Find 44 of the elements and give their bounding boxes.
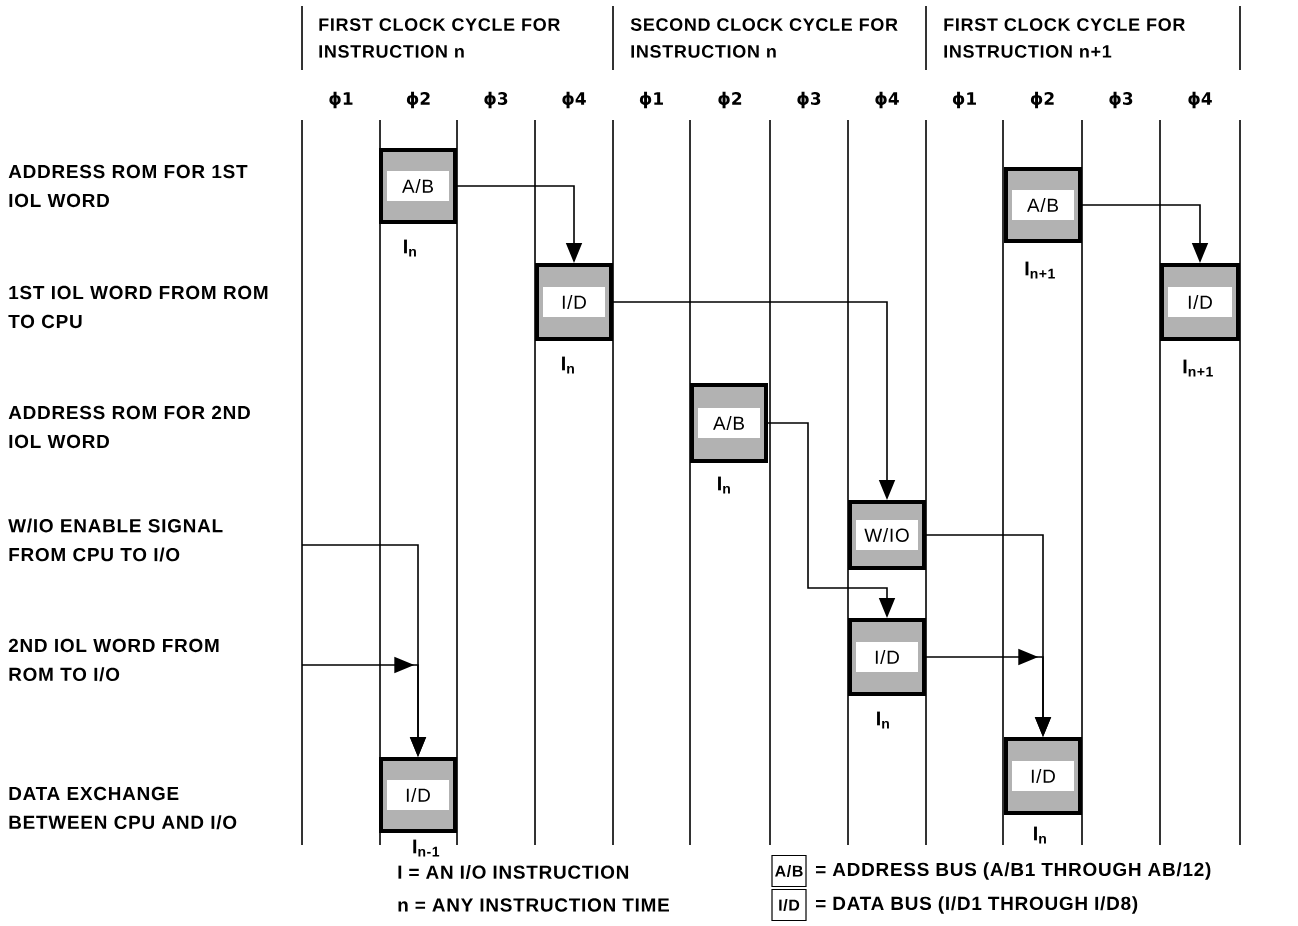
bus-box: W/IO <box>848 500 926 570</box>
phase-label: ϕ2 <box>718 91 742 109</box>
legend-text: = DATA BUS (I/D1 THROUGH I/D8) <box>816 896 1138 914</box>
phase-label: ϕ4 <box>562 91 586 109</box>
row-label: DATA EXCHANGE BETWEEN CPU AND I/O <box>9 786 237 830</box>
legend-box: I/D <box>771 888 807 922</box>
time-label: I$_{n}$ <box>877 711 889 729</box>
bus-box: A/B <box>690 383 768 463</box>
bus-box: A/B <box>1004 167 1082 243</box>
phase-label: ϕ2 <box>406 91 430 109</box>
phase-label: ϕ1 <box>639 91 663 109</box>
time-label: I$_{n}$ <box>718 476 730 494</box>
phase-label: ϕ1 <box>952 91 976 109</box>
bus-box: I/D <box>848 618 926 696</box>
time-label: I$_{n}$ <box>1034 826 1046 844</box>
legend-text: n = ANY INSTRUCTION TIME <box>398 898 669 912</box>
bus-box: I/D <box>379 757 457 833</box>
row-label: ADDRESS ROM FOR 1ST IOL WORD <box>8 164 248 208</box>
time-label: I$_{n}$ <box>562 356 574 374</box>
phase-label: ϕ3 <box>797 91 821 109</box>
bus-box: A/B <box>379 148 457 224</box>
row-label: 2ND IOL WORD FROM ROM TO I/O <box>8 638 219 682</box>
time-label: I$_{n}$ <box>404 239 416 257</box>
time-label: I$_{n-1}$ <box>413 839 440 857</box>
legend-text: = ADDRESS BUS (A/B1 THROUGH AB/12) <box>816 862 1211 880</box>
time-label: I$_{n+1}$ <box>1183 359 1213 377</box>
phase-label: ϕ2 <box>1030 91 1054 109</box>
phase-label: ϕ4 <box>875 91 899 109</box>
legend-box: A/B <box>771 854 807 888</box>
cycle-heading: FIRST CLOCK CYCLE FOR INSTRUCTION n <box>319 18 560 58</box>
cycle-heading: FIRST CLOCK CYCLE FOR INSTRUCTION n+1 <box>944 18 1185 58</box>
phase-label: ϕ3 <box>484 91 508 109</box>
time-label: I$_{n+1}$ <box>1025 261 1055 279</box>
row-label: ADDRESS ROM FOR 2ND IOL WORD <box>8 405 250 449</box>
row-label: 1ST IOL WORD FROM ROM TO CPU <box>8 285 268 329</box>
bus-box: I/D <box>1004 737 1082 815</box>
bus-box: I/D <box>1160 263 1240 341</box>
legend-text: I = AN I/O INSTRUCTION <box>398 864 629 880</box>
cycle-heading: SECOND CLOCK CYCLE FOR INSTRUCTION n <box>630 18 898 58</box>
phase-label: ϕ3 <box>1109 91 1133 109</box>
bus-box: I/D <box>535 263 613 341</box>
phase-label: ϕ4 <box>1188 91 1212 109</box>
row-label: W/IO ENABLE SIGNAL FROM CPU TO I/O <box>8 518 223 562</box>
phase-label: ϕ1 <box>329 91 353 109</box>
